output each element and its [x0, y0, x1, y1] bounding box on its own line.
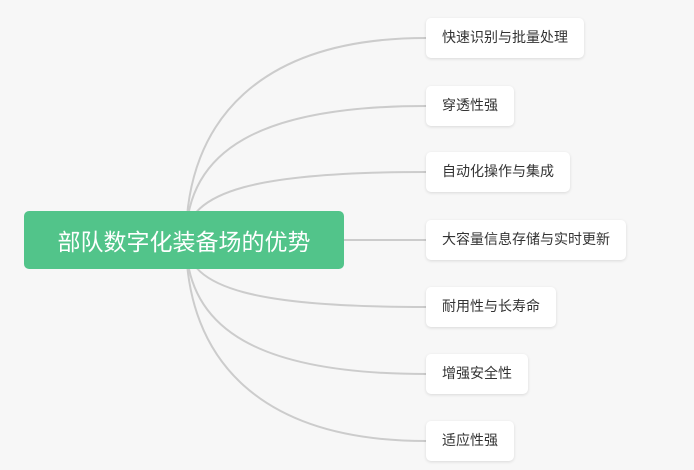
branch-topic[interactable]: 快速识别与批量处理 [426, 18, 584, 58]
connector-快速识别与批量处理 [185, 37, 427, 241]
branch-topic[interactable]: 大容量信息存储与实时更新 [426, 220, 626, 260]
branch-topic[interactable]: 适应性强 [426, 421, 514, 461]
connector-增强安全性 [185, 239, 427, 375]
branch-topic[interactable]: 增强安全性 [426, 354, 528, 394]
branch-topic[interactable]: 穿透性强 [426, 86, 514, 126]
branch-topic[interactable]: 自动化操作与集成 [426, 152, 570, 192]
connector-适应性强 [185, 239, 427, 442]
branch-topic[interactable]: 耐用性与长寿命 [426, 287, 556, 327]
connector-穿透性强 [185, 105, 427, 241]
root-topic[interactable]: 部队数字化装备场的优势 [24, 211, 344, 269]
